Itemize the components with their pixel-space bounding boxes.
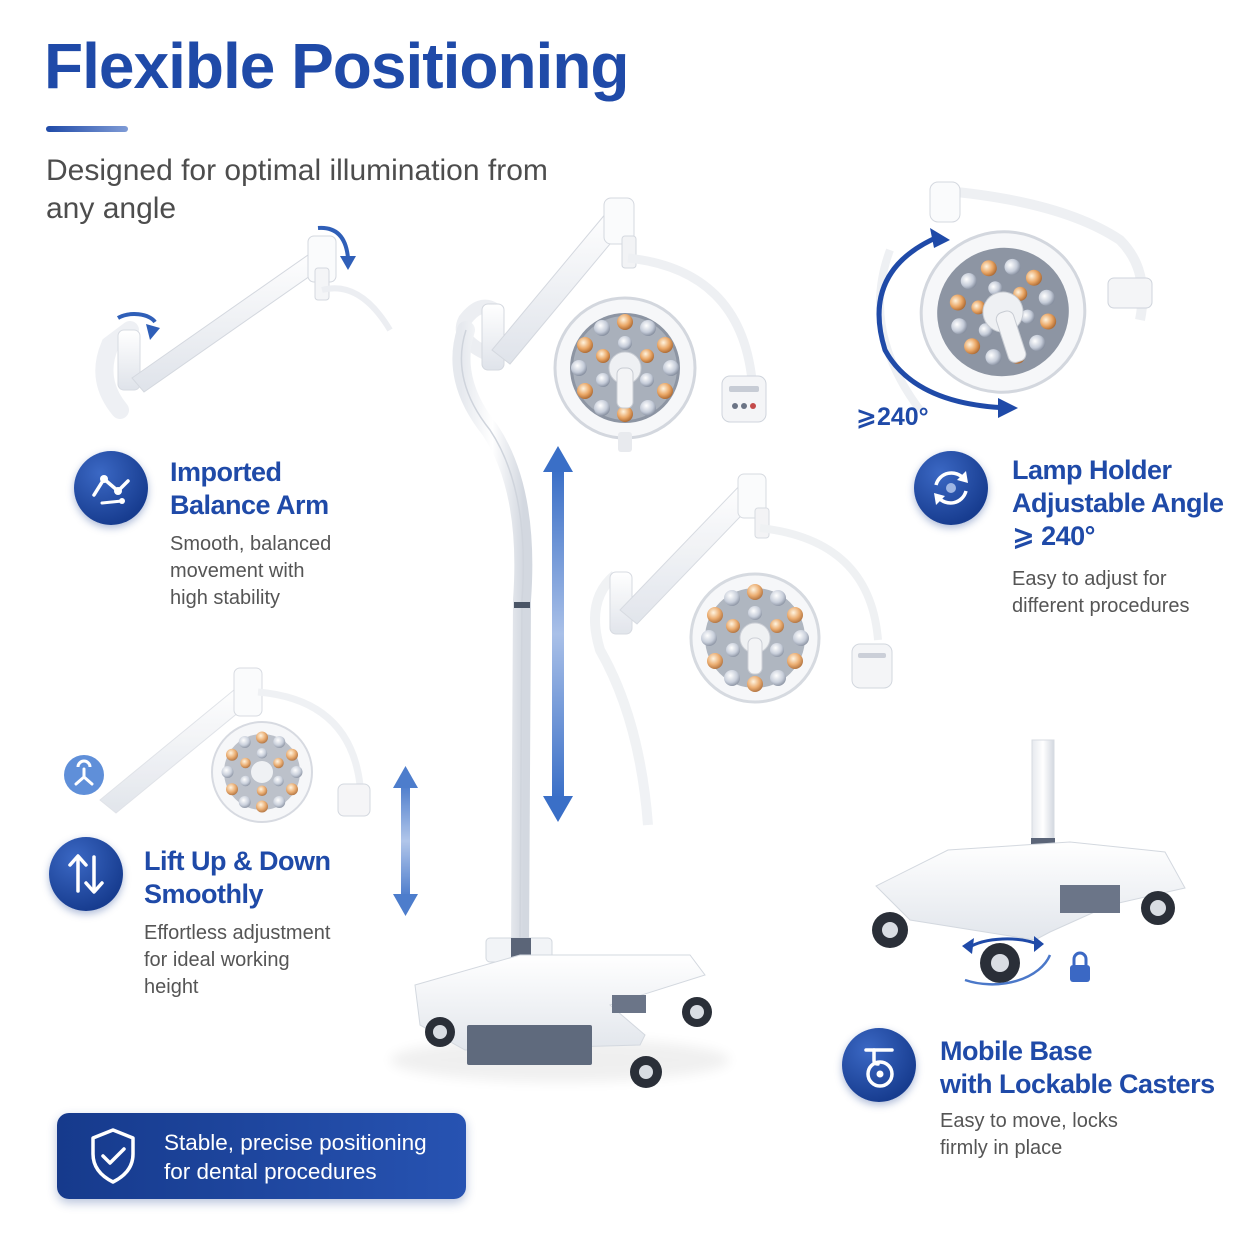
feature-desc-lamp-holder: Easy to adjust for different procedures (1012, 568, 1190, 617)
lift-lamp-illustration (99, 667, 418, 916)
main-stand-illustration (390, 197, 767, 1088)
feature-desc-balance-arm: Smooth, balanced movement with high stab… (170, 533, 332, 609)
angle-annotation: ⩾240° (856, 403, 929, 431)
up-down-arrows-icon (49, 837, 123, 911)
lowered-lamp-illustration (590, 473, 893, 826)
caster-wheel (980, 943, 1020, 983)
base-detail-illustration (872, 739, 1186, 986)
banner-text: Stable, precise positioning for dental p… (164, 1130, 427, 1184)
caster-wheel (1141, 891, 1175, 925)
lamp-head (553, 296, 697, 452)
height-badge-icon (64, 755, 104, 795)
feature-title-lift: Lift Up & Down Smoothly (144, 846, 331, 909)
shield-check-icon (91, 1128, 135, 1184)
title-underline (46, 126, 128, 132)
stability-banner: Stable, precise positioning for dental p… (57, 1113, 466, 1199)
caster-wheel (425, 1017, 455, 1047)
balance-arm-icon (74, 451, 148, 525)
feature-title-lamp-holder: Lamp Holder Adjustable Angle ⩾ 240° (1012, 455, 1224, 551)
page-subtitle: Designed for optimal illumination from a… (46, 154, 548, 225)
feature-desc-mobile-base: Easy to move, locks firmly in place (940, 1110, 1118, 1159)
feature-desc-lift: Effortless adjustment for ideal working … (144, 922, 331, 998)
height-arrow (543, 446, 573, 822)
lock-icon (1070, 951, 1090, 982)
feature-title-balance-arm: Imported Balance Arm (170, 457, 329, 520)
caster-wheel (630, 1056, 662, 1088)
feature-title-mobile-base: Mobile Base with Lockable Casters (940, 1036, 1215, 1099)
rotate-icon (914, 451, 988, 525)
page-title: Flexible Positioning (44, 30, 629, 102)
tilted-lamp-illustration (876, 181, 1153, 418)
arm-detail-illustration (95, 225, 393, 419)
caster-wheel (872, 912, 908, 948)
caster-wheel (682, 997, 712, 1027)
caster-wheel-icon (842, 1028, 916, 1102)
main-base (390, 937, 730, 1088)
